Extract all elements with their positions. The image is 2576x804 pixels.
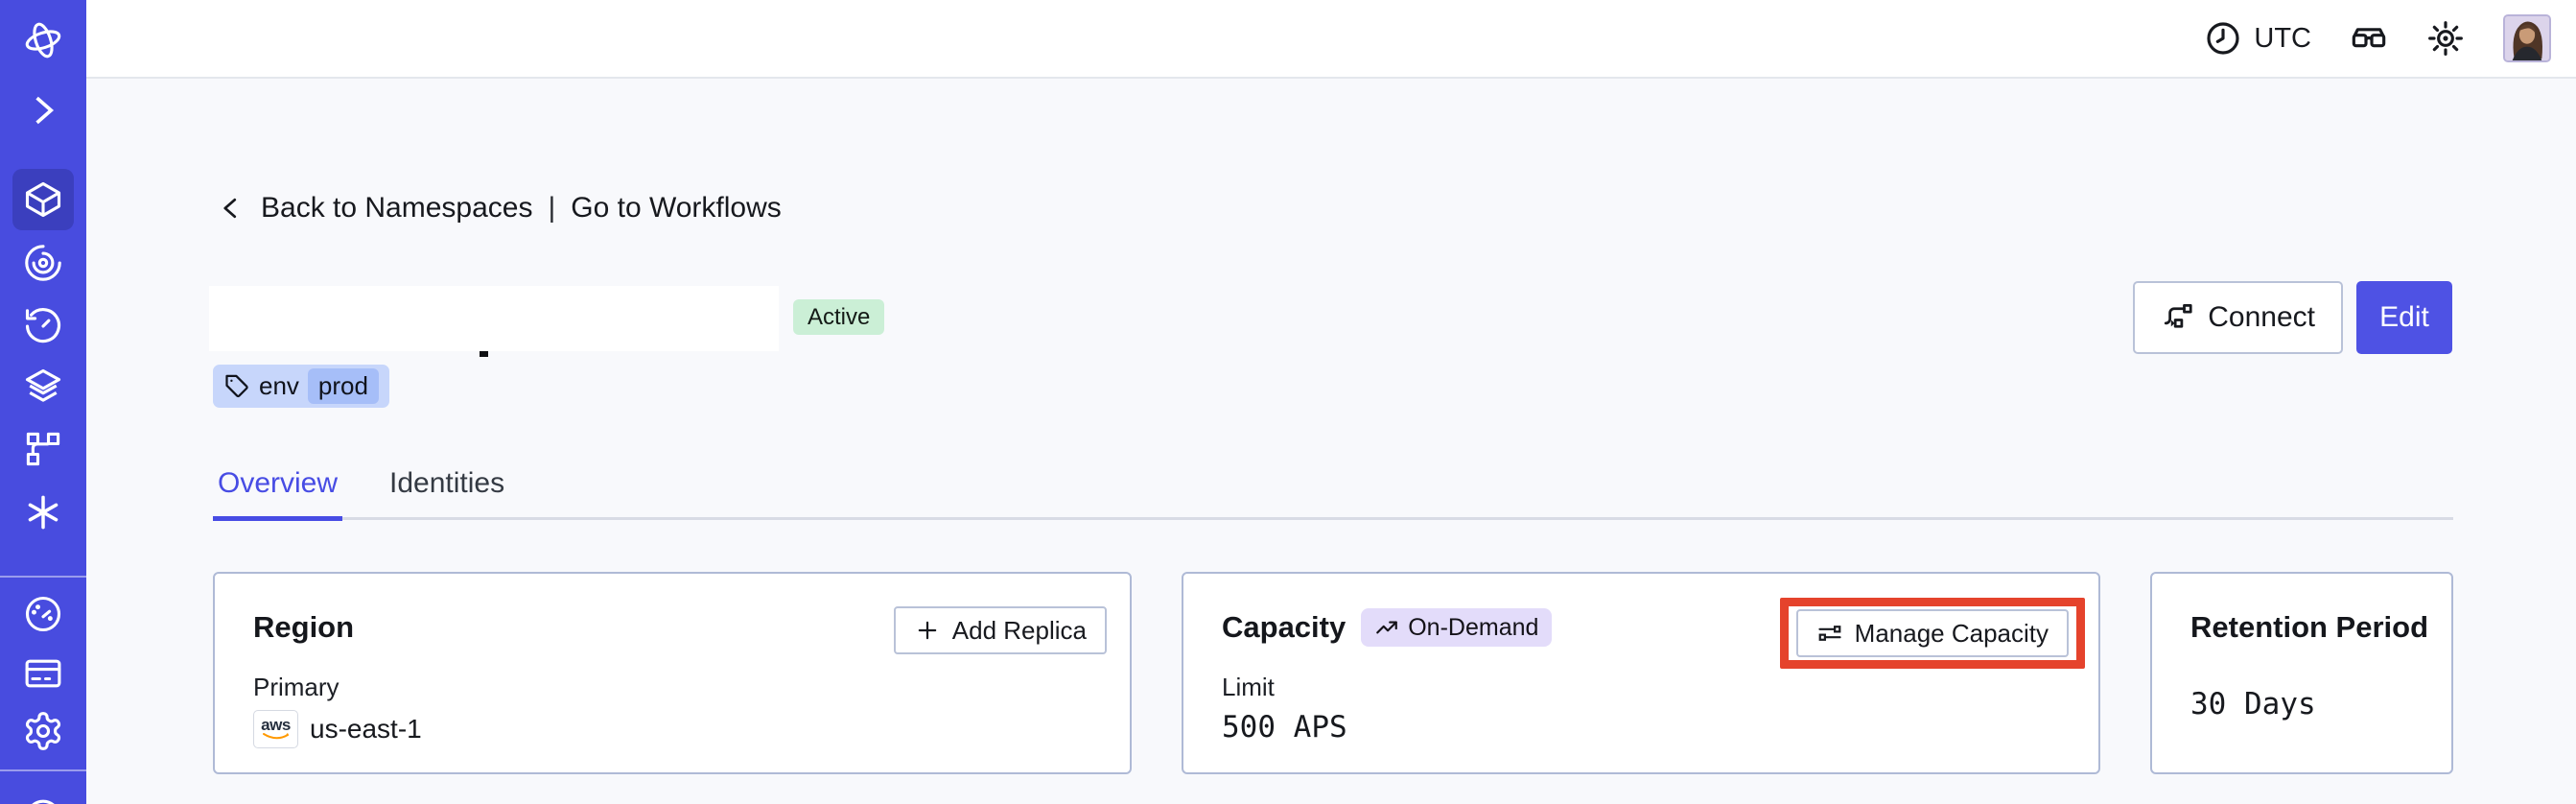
tab-overview[interactable]: Overview: [213, 467, 343, 521]
annotation-highlight-box: Manage Capacity: [1779, 598, 2085, 669]
sidebar-item-workflows[interactable]: [0, 240, 86, 286]
labs-glasses-icon[interactable]: [2350, 19, 2388, 58]
region-card: Region Add Replica Primary aws us-east-1: [213, 572, 1132, 774]
sidebar-item-schedules[interactable]: [0, 303, 86, 349]
sidebar-divider: [0, 576, 86, 578]
sidebar-item-settings[interactable]: [0, 708, 86, 754]
header-actions: Connect Edit: [2133, 281, 2452, 354]
sidebar: [0, 0, 86, 804]
sidebar-item-support[interactable]: [0, 791, 86, 804]
trending-up-icon: [1376, 621, 1398, 634]
retention-value: 30 Days: [2190, 687, 2316, 721]
on-demand-badge: On-Demand: [1361, 608, 1553, 647]
temporal-logo-icon[interactable]: [0, 17, 86, 63]
theme-sun-icon[interactable]: [2426, 19, 2465, 58]
breadcrumb: Back to Namespaces | Go to Workflows: [217, 192, 782, 225]
sidebar-item-batch-operations[interactable]: [0, 426, 86, 472]
aws-provider-icon: aws: [253, 710, 298, 748]
primary-label: Primary: [253, 673, 340, 701]
sidebar-divider-bottom: [0, 769, 86, 771]
sidebar-item-usage[interactable]: [0, 591, 86, 637]
timezone-label: UTC: [2254, 22, 2311, 54]
region-card-title: Region: [253, 610, 355, 644]
edit-label: Edit: [2379, 301, 2429, 333]
sidebar-item-namespaces[interactable]: [0, 177, 86, 223]
limit-value: 500 APS: [1222, 710, 1347, 745]
region-name: us-east-1: [310, 714, 422, 744]
status-badge: Active: [793, 299, 885, 335]
breadcrumb-separator: |: [548, 192, 556, 224]
tag-value: prod: [307, 368, 379, 404]
namespace-title-artifact: [480, 351, 488, 357]
manage-capacity-button[interactable]: Manage Capacity: [1795, 609, 2069, 657]
tab-bar: Overview Identities: [213, 467, 2453, 521]
add-replica-label: Add Replica: [951, 615, 1087, 645]
tag-icon: [225, 374, 248, 397]
edit-button[interactable]: Edit: [2356, 281, 2452, 354]
timezone-selector[interactable]: UTC: [2204, 19, 2311, 58]
sliders-icon: [1818, 626, 1841, 641]
sidebar-item-nexus[interactable]: [0, 489, 86, 535]
connect-icon: [2165, 303, 2192, 328]
namespace-tag-badge: env prod: [213, 365, 389, 408]
overview-cards: Region Add Replica Primary aws us-east-1…: [213, 572, 2453, 774]
on-demand-label: On-Demand: [1408, 613, 1539, 641]
connect-button[interactable]: Connect: [2133, 281, 2343, 354]
sidebar-item-billing[interactable]: [0, 650, 86, 697]
retention-card-title: Retention Period: [2190, 610, 2429, 644]
limit-label: Limit: [1222, 673, 1275, 701]
sidebar-active-highlight: [12, 169, 74, 230]
capacity-card: Capacity On-Demand Manage Capacity Limit…: [1182, 572, 2100, 774]
user-avatar[interactable]: [2503, 14, 2551, 62]
aws-smile-icon: [262, 732, 289, 740]
namespace-title-redacted: [209, 286, 779, 351]
sidebar-item-deployments[interactable]: [0, 364, 86, 410]
sidebar-expand-chevron-icon[interactable]: [0, 87, 86, 133]
tag-key: env: [259, 371, 299, 400]
back-to-namespaces-link[interactable]: Back to Namespaces: [261, 192, 533, 224]
chevron-left-icon[interactable]: [217, 194, 246, 223]
manage-capacity-label: Manage Capacity: [1854, 618, 2049, 648]
tab-identities[interactable]: Identities: [389, 467, 505, 499]
go-to-workflows-link[interactable]: Go to Workflows: [571, 192, 782, 224]
plus-icon: [918, 621, 937, 640]
clock-icon: [2204, 19, 2242, 58]
capacity-card-title: Capacity: [1222, 610, 1347, 644]
retention-card: Retention Period 30 Days: [2150, 572, 2453, 774]
add-replica-button[interactable]: Add Replica: [893, 606, 1107, 654]
topbar: UTC: [86, 0, 2576, 79]
connect-label: Connect: [2208, 301, 2315, 333]
region-value-row: aws us-east-1: [253, 710, 1091, 748]
